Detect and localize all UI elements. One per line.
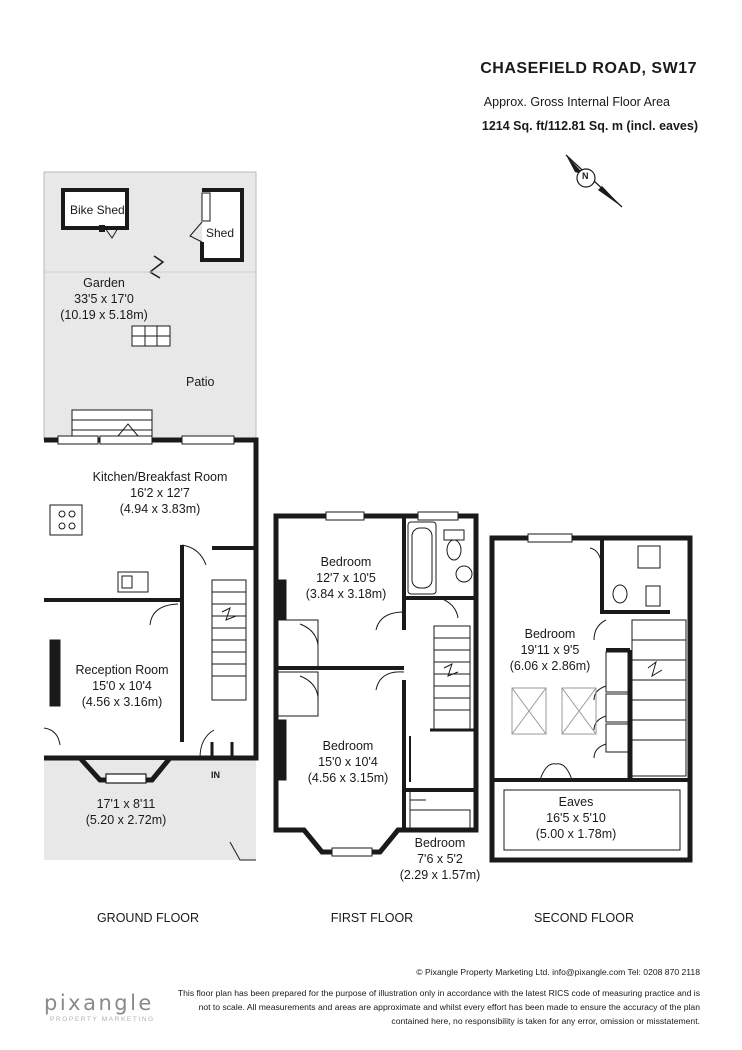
patio-label: Patio bbox=[186, 375, 215, 389]
entrance-label: IN bbox=[211, 770, 220, 780]
total-area: 1214 Sq. ft/112.81 Sq. m (incl. eaves) bbox=[481, 119, 698, 133]
front-area-label: 17'1 x 8'11(5.20 x 2.72m) bbox=[85, 797, 167, 827]
bike-shed bbox=[61, 188, 129, 239]
area-subtitle: Approx. Gross Internal Floor Area bbox=[483, 95, 670, 109]
logo-tagline: PROPERTY MARKETING bbox=[50, 1016, 155, 1023]
ground-floor-plan bbox=[43, 171, 259, 861]
compass-letter: N bbox=[582, 171, 589, 181]
front-garden bbox=[44, 760, 256, 860]
shed bbox=[189, 188, 244, 262]
disclaimer-line-1: This floor plan has been prepared for th… bbox=[177, 988, 700, 998]
ground-floor-label: GROUND FLOOR bbox=[96, 911, 200, 925]
bike-shed-label: Bike Shed bbox=[70, 203, 125, 217]
disclaimer-line-2: not to scale. All measurements and areas… bbox=[198, 1002, 700, 1012]
pixangle-logo: pixangle bbox=[44, 991, 154, 1015]
first-floor-plan bbox=[273, 511, 479, 857]
shed-label: Shed bbox=[206, 226, 235, 240]
disclaimer-line-3: contained here, no responsibility is tak… bbox=[391, 1016, 700, 1026]
second-floor-plan bbox=[489, 533, 693, 863]
copyright-line: © Pixangle Property Marketing Ltd. info@… bbox=[416, 967, 700, 977]
second-floor-label: SECOND FLOOR bbox=[533, 911, 635, 925]
property-title: CHASEFIELD ROAD, SW17 bbox=[480, 60, 697, 77]
first-floor-label: FIRST FLOOR bbox=[330, 911, 414, 925]
compass-icon bbox=[565, 154, 623, 208]
